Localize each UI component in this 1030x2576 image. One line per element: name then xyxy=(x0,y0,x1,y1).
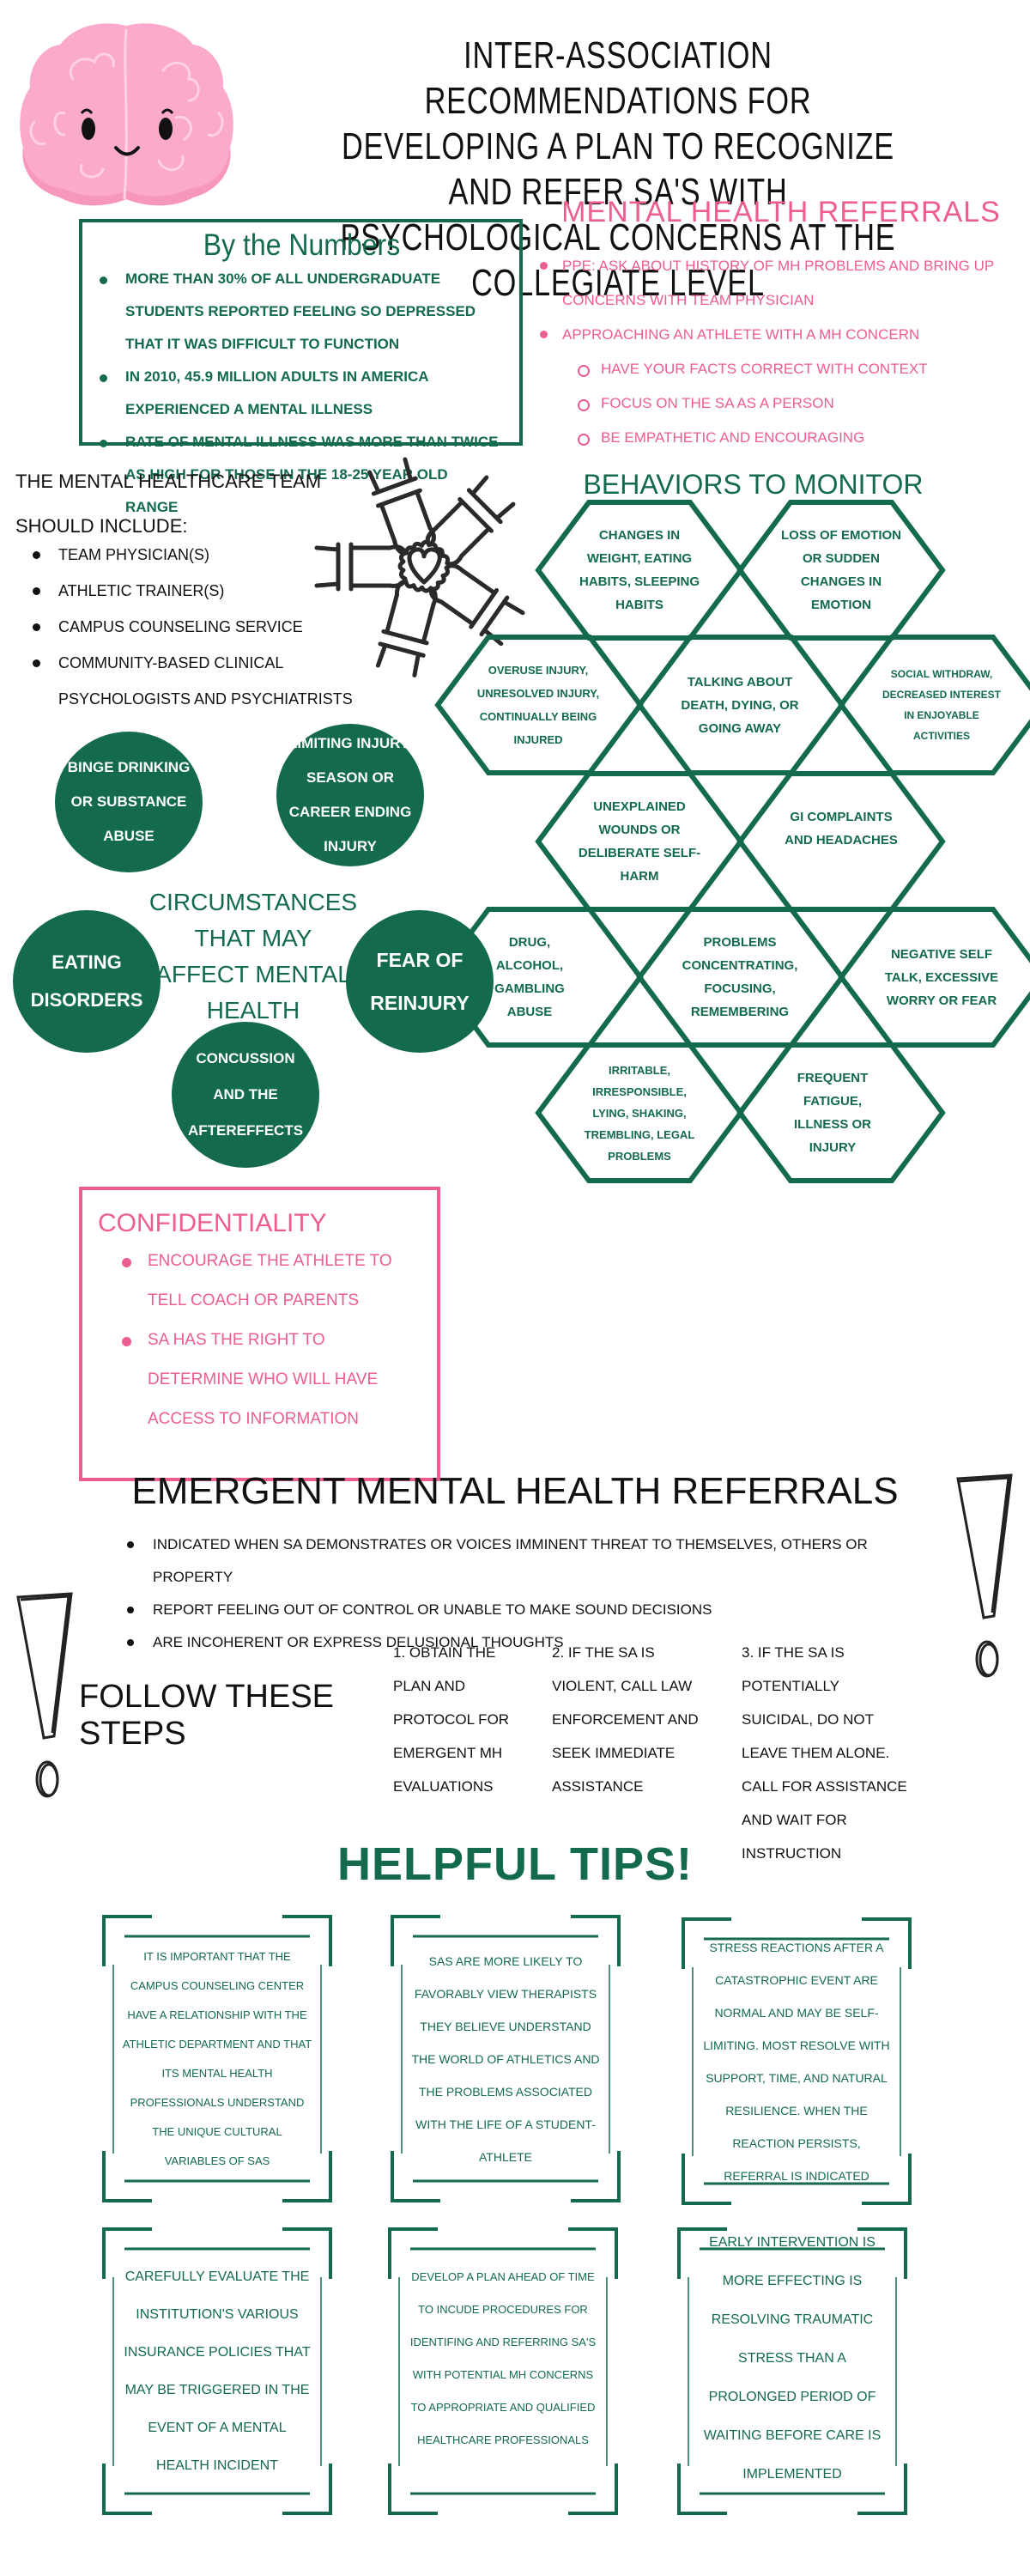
behavior-hexagon: talking about death, dying, or going awa… xyxy=(681,674,799,736)
behavior-hexagon: overuse injury, unresolved injury, conti… xyxy=(476,664,600,746)
tip-frame xyxy=(388,2227,618,2515)
confidentiality-item: SA has the right to determine who will h… xyxy=(122,1321,423,1439)
behavior-hexagon: Negative self talk, excessive worry or f… xyxy=(884,946,999,1008)
statistic-item: Rate of mental illness was more than twi… xyxy=(100,426,504,524)
mental-health-referrals-list: PPE: Ask about history of MH problems an… xyxy=(536,249,1030,455)
confidentiality-item: Encourage the athlete to tell coach or p… xyxy=(122,1242,423,1321)
circumstance-circle: Eating Disorders xyxy=(13,910,161,1053)
circumstances-heading: Circumstances that may affect Mental Hea… xyxy=(148,889,358,1024)
tip-card: It is important that the campus counseli… xyxy=(102,1915,332,2202)
tip-text: SAs are more likely to favorably view th… xyxy=(411,1953,600,2164)
circumstance-circle: limiting injury, season or career ending… xyxy=(276,724,424,866)
statistic-item: In 2010, 45.9 million adults in America … xyxy=(100,361,504,426)
mental-health-referrals-heading: Mental Health Referrals xyxy=(561,196,1001,228)
confidentiality-list: Encourage the athlete to tell coach or p… xyxy=(98,1242,423,1439)
by-the-numbers-box: By the Numbers More than 30% of all unde… xyxy=(79,219,523,515)
behavior-hexagon: drug, alcohol, gambling abuse xyxy=(494,935,565,1019)
behavior-hexagon: GI complaints and headaches xyxy=(785,810,898,848)
tip-frame xyxy=(102,1915,332,2202)
exclamation-mark-icon xyxy=(16,1592,73,1798)
emergent-indicator-item: are incoherent or express delusional tho… xyxy=(127,1626,942,1659)
behavior-hexagon: irritable, irresponsible, lying, shaking… xyxy=(584,1063,695,1163)
tip-card: Early intervention is more effecting is … xyxy=(677,2227,907,2515)
behavior-hexagon: frequent fatigue, illness or injury xyxy=(793,1071,871,1155)
referral-item: Approaching an athlete with a MH concern xyxy=(536,318,1030,352)
tip-card: Carefully evaluate the institution's var… xyxy=(102,2227,332,2515)
team-member-item: athletic trainer(s) xyxy=(33,573,359,609)
behaviors-heading: Behaviors to Monitor xyxy=(583,469,924,500)
behavior-hexagon: problems concentrating, focusing, rememb… xyxy=(682,935,798,1019)
circumstance-circle: Concussion and the aftereffects xyxy=(172,1022,319,1168)
tip-frame xyxy=(682,1917,912,2205)
circumstance-circle: fear of reinjury xyxy=(346,910,494,1053)
tip-text: Carefully evaluate the institution's var… xyxy=(124,2269,311,2473)
emergency-step-1: 1. Obtain the plan and protocol for emer… xyxy=(393,1644,510,1795)
tip-frame xyxy=(102,2227,332,2515)
emergency-step-2: 2. If the SA is violent, call law enforc… xyxy=(552,1644,699,1795)
tip-frame xyxy=(677,2227,907,2515)
referral-subitem: be empathetic and encouraging xyxy=(536,421,1030,455)
behavior-hexagon: unexplained wounds or deliberate self-ha… xyxy=(578,799,701,884)
follow-steps-heading: Follow these steps xyxy=(79,1679,335,1752)
tip-card: Develop a plan ahead of time to incude p… xyxy=(388,2227,618,2515)
title-line-2: developing a plan to recognize and refer… xyxy=(342,125,894,213)
tip-card: SAs are more likely to favorably view th… xyxy=(391,1915,621,2202)
tip-card: Stress reactions after a catastrophic ev… xyxy=(682,1917,912,2205)
team-member-item: campus counseling service xyxy=(33,609,359,645)
referral-subitem: have your facts correct with context xyxy=(536,352,1030,386)
brain-mascot-icon xyxy=(20,23,233,206)
exclamation-mark-icon xyxy=(956,1473,1013,1678)
tip-text: Develop a plan ahead of time to incude p… xyxy=(409,2269,597,2446)
emergent-referrals-list: indicated when SA demonstrates or voices… xyxy=(127,1528,942,1659)
title-line-1: Inter-Association Recommendations for xyxy=(424,34,812,122)
confidentiality-box: Confidentiality Encourage the athlete to… xyxy=(79,1187,440,1481)
confidentiality-heading: Confidentiality xyxy=(98,1209,327,1237)
referral-subitem: focus on the SA as a person xyxy=(536,386,1030,421)
behavior-hexagon: Changes in weight, eating habits, sleepi… xyxy=(579,528,700,612)
team-member-item: community-based clinical psychologists a… xyxy=(33,645,359,717)
referral-item: PPE: Ask about history of MH problems an… xyxy=(536,249,1030,318)
tip-text: It is important that the campus counseli… xyxy=(122,1949,312,2167)
team-heading: The mental healthcare team should includ… xyxy=(15,471,322,537)
emergency-step-3: 3. if the SA is potentially suicidal, do… xyxy=(742,1644,907,1862)
title-line-3: psychological concerns at the collegiate… xyxy=(340,216,896,304)
emergent-indicator-item: indicated when SA demonstrates or voices… xyxy=(127,1528,942,1594)
by-the-numbers-heading: By the Numbers xyxy=(203,228,401,262)
page-title: Inter-Association Recommendations for de… xyxy=(317,33,919,306)
by-the-numbers-list: More than 30% of all undergraduate stude… xyxy=(100,263,504,524)
emergent-referrals-heading: Emergent mental health referrals xyxy=(131,1470,899,1512)
helpful-tips-heading: Helpful tips! xyxy=(336,1838,694,1890)
behavior-hexagon: social withdraw, decreased interest in e… xyxy=(882,668,1002,742)
tip-text: Stress reactions after a catastrophic ev… xyxy=(703,1940,890,2183)
circumstance-circle: binge drinking or substance abuse xyxy=(55,732,203,872)
statistic-item: More than 30% of all undergraduate stude… xyxy=(100,263,504,361)
behavior-hexagon: loss of emotion or sudden changes in emo… xyxy=(780,528,901,612)
team-member-item: team physician(s) xyxy=(33,537,359,573)
emergent-indicator-item: report feeling out of control or unable … xyxy=(127,1594,942,1626)
hands-heart-icon xyxy=(314,457,525,677)
tip-frame xyxy=(391,1915,621,2202)
team-list: team physician(s) athletic trainer(s) ca… xyxy=(33,537,359,717)
tip-text: Early intervention is more effecting is … xyxy=(703,2235,882,2482)
